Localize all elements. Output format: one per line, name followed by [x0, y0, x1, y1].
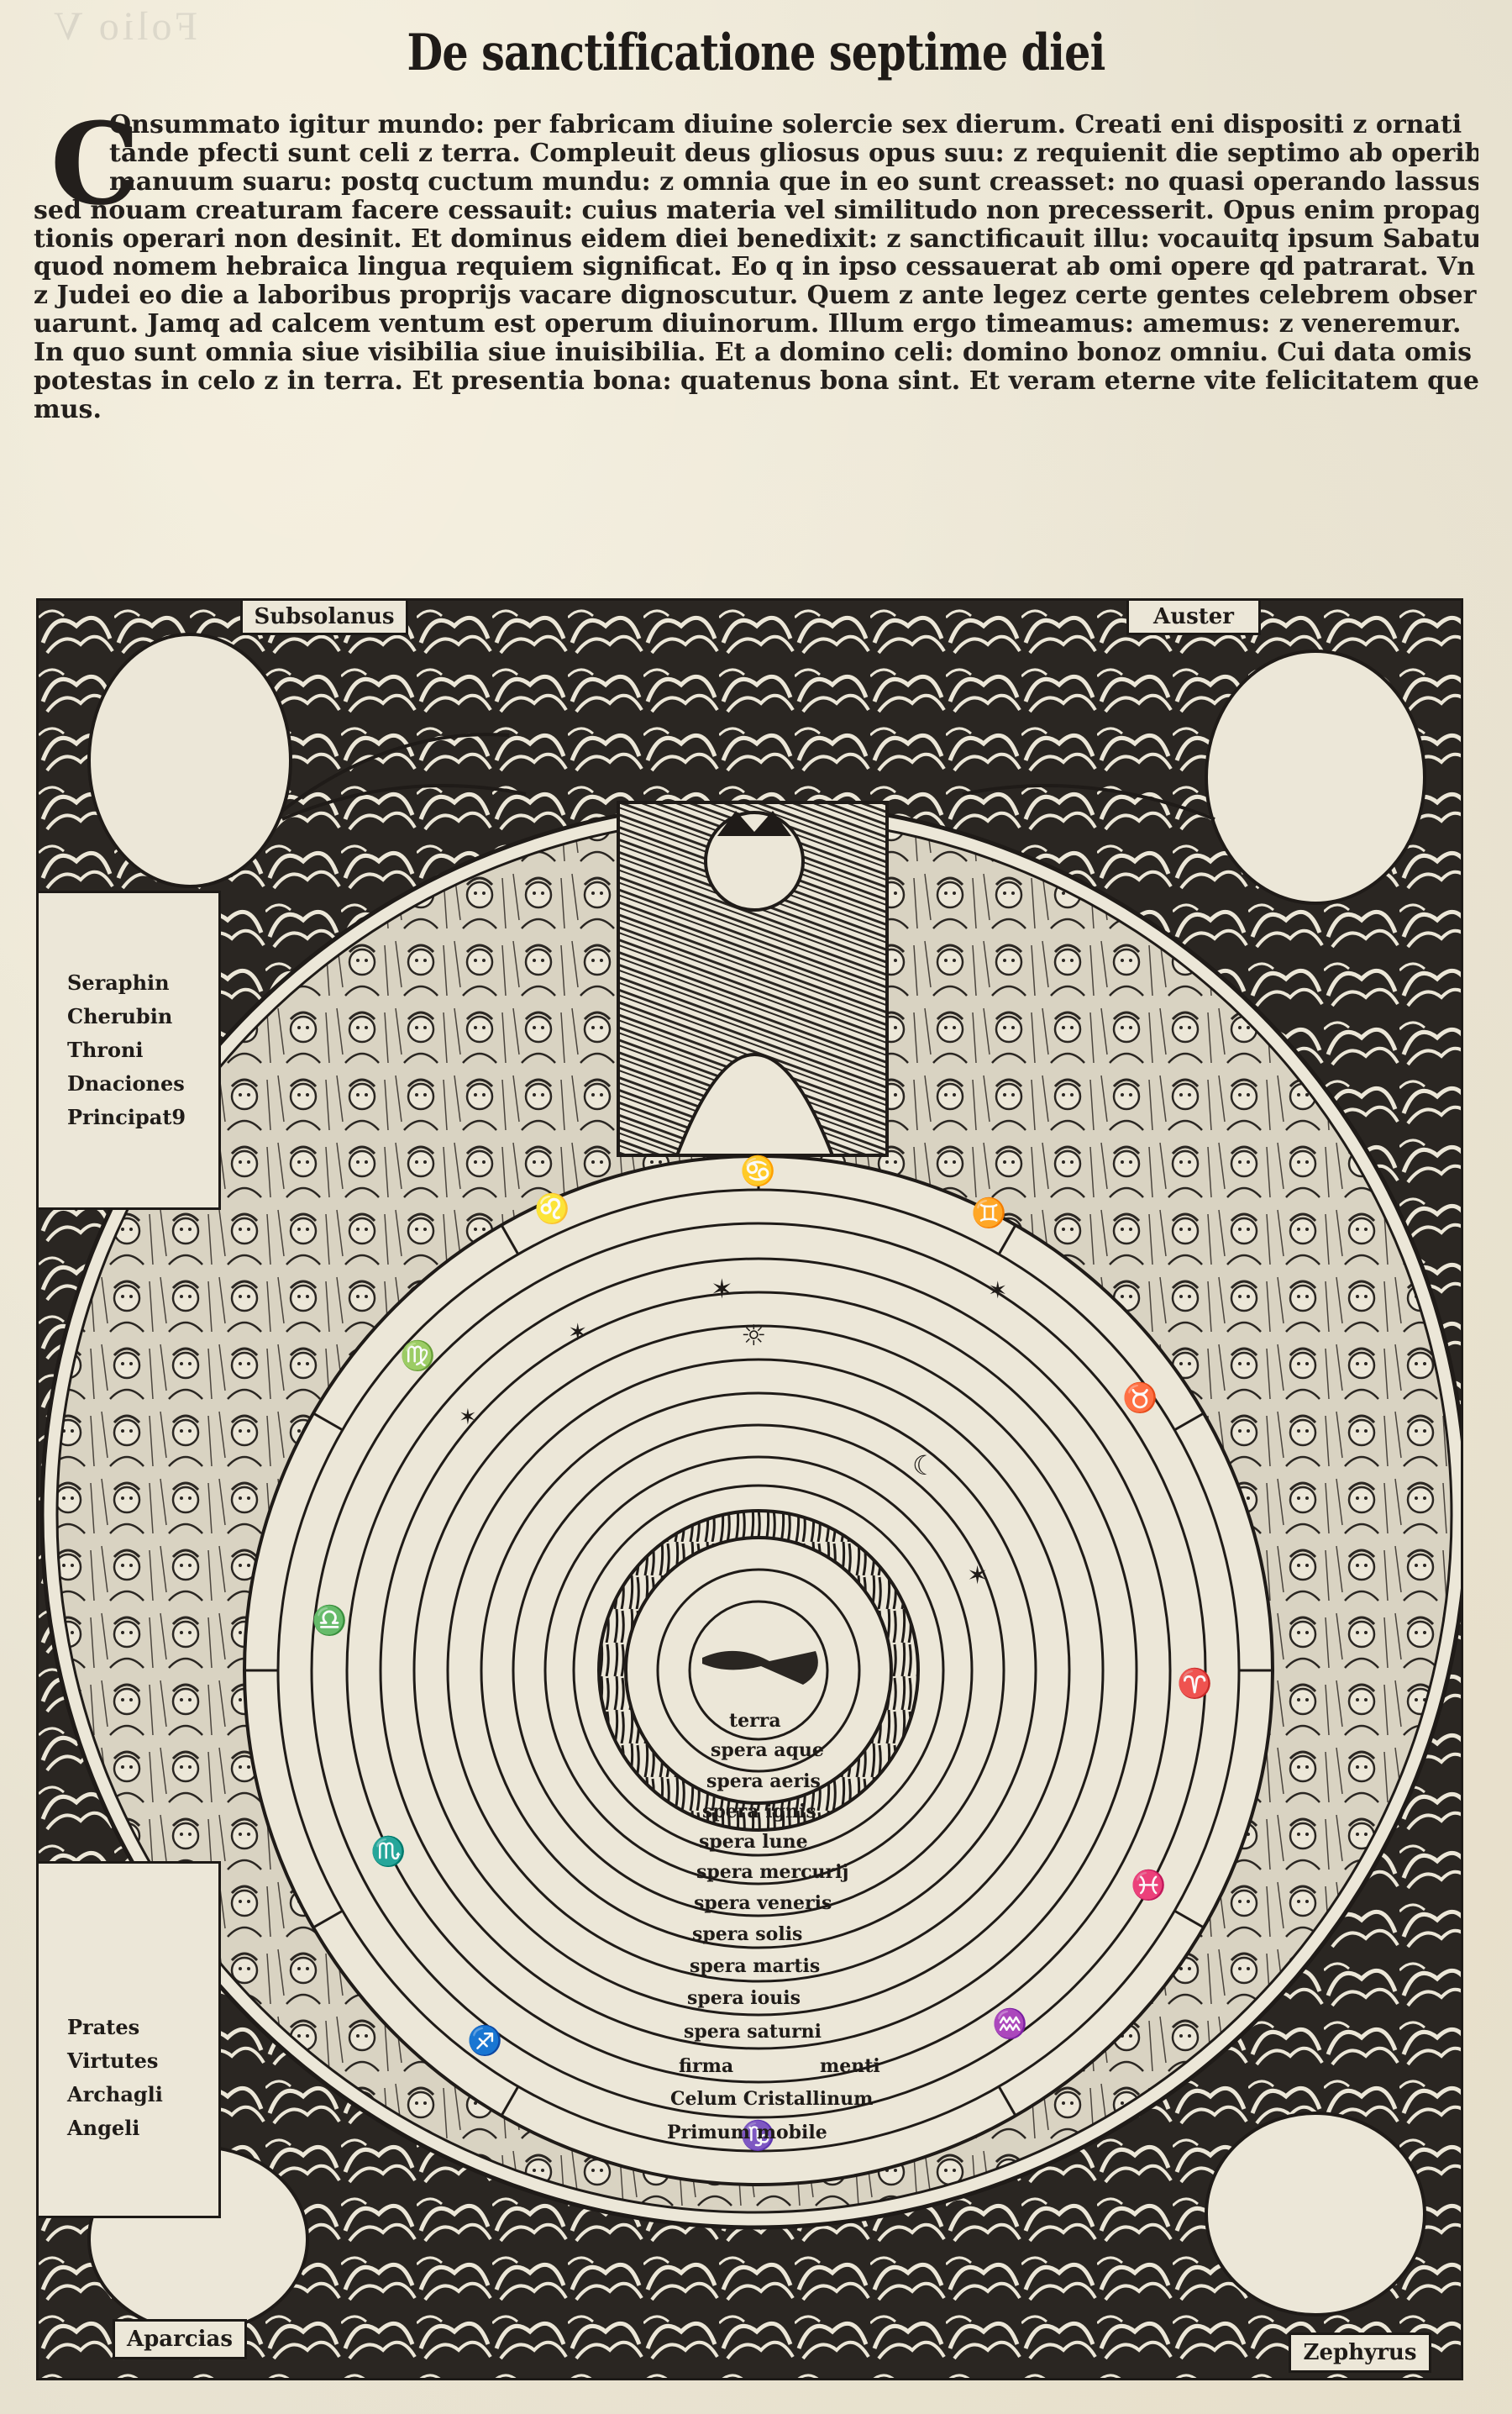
sphere-label-firmamentum-left: firma — [679, 2055, 734, 2077]
zodiac-taurus-icon: ♉ — [1122, 1381, 1158, 1415]
text-line: Onsummato igitur mundo: per fabricam diu… — [109, 111, 1462, 139]
earth — [688, 1600, 829, 1741]
star-icon: ✶ — [988, 1276, 1007, 1304]
wind-label-subsolanus: Subsolanus — [240, 601, 408, 635]
sphere-label-aeris: spera aeris — [706, 1770, 821, 1792]
wind-head-subsolanus — [87, 633, 527, 888]
zodiac-aries-icon: ♈ — [1177, 1667, 1212, 1701]
sphere-label-terra: terra — [729, 1710, 781, 1732]
text-line: tionis operari non desinit. Et dominus e… — [34, 224, 1478, 254]
creation-woodcut-illustration: ✶ ✶ ✶ ☼ ✶ ✶ ☾ ♋ ♌ ♊ ♍ ♉ ♎ ♈ ♏ — [36, 598, 1463, 2380]
drop-cap-initial: C — [50, 97, 140, 230]
choirs-lower-label: Prates Virtutes Archagli Angeli — [39, 1861, 221, 2218]
choir-cherubin: Cherubin — [67, 1004, 173, 1028]
sphere-label-lune: spera lune — [699, 1831, 808, 1853]
moon-icon: ☾ — [912, 1449, 937, 1481]
star-icon: ✶ — [711, 1273, 733, 1305]
sphere-label-veneris: spera veneris — [694, 1892, 832, 1914]
sphere-label-mercurii: spera mercurij — [696, 1861, 849, 1883]
star-icon: ✶ — [459, 1405, 477, 1430]
sphere-label-saturni: spera saturni — [684, 2021, 822, 2043]
zodiac-leo-icon: ♌ — [534, 1192, 570, 1226]
sphere-label-primum-mobile: Primum mobile — [667, 2122, 827, 2143]
zodiac-capricorn-icon: ♑ — [740, 2119, 775, 2153]
text-line: mus. — [34, 395, 102, 424]
text-line: In quo sunt omnia siue visibilia siue in… — [34, 339, 1472, 368]
text-line: uarunt. Jamq ad calcem ventum est operum… — [34, 310, 1462, 339]
sphere-label-aque: spera aque — [711, 1739, 824, 1761]
choir-archangeli: Archagli — [67, 2081, 163, 2106]
choirs-upper-label: Seraphin Cherubin Throni Dnaciones Princ… — [39, 891, 221, 1210]
choir-potestates: Prates — [67, 2014, 140, 2039]
wind-head-zephyrus — [1205, 2112, 1426, 2317]
sphere-label-martis: spera martis — [690, 1955, 821, 1977]
star-icon: ✶ — [568, 1318, 587, 1346]
wind-label-auster: Auster — [1126, 601, 1261, 635]
choir-dominationes: Dnaciones — [67, 1071, 185, 1096]
choir-angeli: Angeli — [67, 2115, 140, 2140]
wind-label-aparcias: Aparcias — [113, 2319, 247, 2359]
woodcut-artwork: ✶ ✶ ✶ ☼ ✶ ✶ ☾ ♋ ♌ ♊ ♍ ♉ ♎ ♈ ♏ — [39, 601, 1461, 2378]
sun-icon: ☼ — [741, 1319, 766, 1353]
sphere-label-firmamentum-right: menti — [820, 2055, 880, 2077]
text-line: z Judei eo die a laboribus proprijs vaca… — [34, 281, 1477, 311]
text-line: potestas in celo z in terra. Et presenti… — [34, 367, 1478, 396]
star-icon: ✶ — [967, 1561, 988, 1591]
text-line: sed nouam creaturam facere cessauit: cui… — [34, 196, 1478, 225]
body-text: C Onsummato igitur mundo: per fabricam d… — [34, 97, 1478, 424]
god-robe — [675, 1053, 835, 1157]
zodiac-pisces-icon: ♓ — [1131, 1869, 1166, 1902]
sphere-label-celum-cristallinum: Celum Cristallinum — [670, 2088, 874, 2110]
zodiac-scorpio-icon: ♏ — [370, 1835, 406, 1869]
choir-principatus: Principat9 — [67, 1105, 186, 1129]
god-halo — [704, 811, 805, 912]
celestial-spheres: ✶ ✶ ✶ ☼ ✶ ✶ ☾ ♋ ♌ ♊ ♍ ♉ ♎ ♈ ♏ — [243, 1154, 1274, 2186]
wind-head-auster — [962, 650, 1426, 905]
text-line: quod nomem hebraica lingua requiem signi… — [34, 253, 1476, 282]
crown — [717, 811, 791, 836]
earth-landmass — [702, 1650, 818, 1685]
wind-label-zephyrus: Zephyrus — [1289, 2332, 1431, 2373]
text-line: tande pfecti sunt celi z terra. Compleui… — [109, 139, 1478, 168]
choir-virtutes: Virtutes — [67, 2048, 159, 2073]
zodiac-libra-icon: ♎ — [312, 1604, 347, 1638]
zodiac-virgo-icon: ♍ — [400, 1339, 435, 1373]
sphere-label-iouis: spera iouis — [687, 1987, 801, 2009]
zodiac-aquarius-icon: ♒ — [992, 2007, 1027, 2041]
zodiac-sagittarius-icon: ♐ — [467, 2024, 502, 2058]
text-line: manuum suaru: postq cuctum mundu: z omni… — [109, 167, 1478, 197]
zodiac-gemini-icon: ♊ — [971, 1196, 1006, 1230]
choir-seraphin: Seraphin — [67, 970, 170, 995]
zodiac-cancer-icon: ♋ — [740, 1154, 775, 1188]
sphere-label-ignis: spera ignis — [702, 1801, 816, 1822]
sphere-label-solis: spera solis — [692, 1923, 803, 1945]
choir-throni: Throni — [67, 1038, 144, 1062]
page-title: De sanctificatione septime diei — [407, 24, 1106, 82]
